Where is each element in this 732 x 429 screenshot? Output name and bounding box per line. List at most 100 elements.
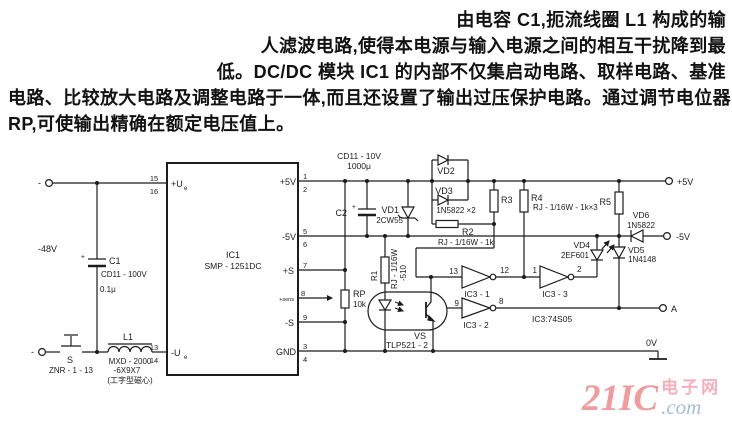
capacitor-c1 — [88, 258, 106, 268]
schematic-labels: - - -48V + C1 CD11 - 100V 0.1μ S ZNR - 1… — [31, 151, 693, 385]
ic1-out-neg: -5V — [282, 232, 296, 242]
input-neg-bottom: - — [31, 347, 34, 357]
inductor-l1 — [107, 343, 153, 353]
diode-vd6 — [629, 229, 644, 243]
vd6-name: VD6 — [633, 210, 650, 220]
ic1-name: IC1 — [226, 250, 240, 260]
c1-type: CD11 - 100V — [101, 270, 147, 279]
c1-value: 0.1μ — [100, 285, 116, 294]
paragraph-line-3: 低。DC/DC 模块 IC1 的内部不仅集启动电路、取样电路、基准 — [216, 62, 726, 82]
pin-4: 4 — [303, 355, 307, 364]
c2-plus: + — [352, 204, 356, 211]
ground-symbol — [649, 351, 667, 360]
vs-type: TLP521 - 2 — [386, 340, 428, 350]
zener-vd1 — [397, 181, 419, 236]
ic3-1-out-pin: 12 — [500, 266, 509, 275]
terminal-minus5v — [662, 232, 671, 241]
ic3-1-label: IC3 - 1 — [464, 289, 490, 299]
ic1-sense-pos: +S — [283, 266, 294, 276]
ic1-out-pos: +5V — [280, 177, 296, 187]
watermark-cn: 电子网 — [661, 378, 722, 397]
vd6-type: 1N5822 — [627, 221, 656, 230]
paragraph-line-1: 由电容 C1,扼流线圈 L1 构成的输 — [456, 10, 726, 30]
c1-plus: + — [81, 254, 85, 261]
l1-name: L1 — [123, 332, 133, 342]
ic3-3-in-pin: 1 — [533, 266, 538, 275]
vd5-type: 1N4148 — [628, 255, 657, 264]
junction-dots — [95, 179, 621, 354]
ic3-3-label: IC3 - 3 — [542, 289, 568, 299]
vd4-name: VD4 — [573, 240, 590, 250]
ic1-trim: +sens — [279, 297, 294, 303]
vd2-vd3-type: 1N5822 ×2 — [436, 206, 476, 215]
s-type: ZNR - 1 - 13 — [49, 366, 94, 375]
pin-14: 14 — [150, 356, 158, 365]
terminal-plus5v — [664, 177, 673, 186]
terminal-0v-label: 0V — [646, 338, 657, 348]
gate-ic3-2 — [461, 297, 660, 319]
pin-13: 13 — [150, 343, 158, 352]
pin-1: 1 — [303, 172, 307, 181]
input-neg-top: - — [38, 178, 41, 188]
resistor-r3 — [415, 181, 499, 278]
output-rails — [298, 180, 666, 352]
pin-8: 8 — [301, 289, 305, 298]
r2-type: RJ - 1/16W - 1k — [438, 238, 495, 247]
pin-6: 6 — [303, 240, 307, 249]
r5-name: R5 — [599, 197, 611, 207]
pin-3: 3 — [303, 342, 307, 351]
r1-value: -510 — [399, 264, 408, 281]
vd1-type: 2CW55 — [376, 216, 403, 225]
r1-type: RJ - 1/16W — [390, 249, 399, 289]
ic3-1-in-pin: 13 — [449, 267, 458, 276]
l1-size: -6X9X7 — [114, 366, 141, 375]
capacitor-c2 — [358, 181, 376, 236]
ic3-2-label: IC3 - 2 — [463, 320, 489, 330]
watermark-com: .com — [661, 395, 702, 419]
resistor-r2 — [432, 219, 494, 229]
switch-s — [61, 334, 81, 347]
paragraph-line-4: 电路、比较放大电路及调整电路于一体,而且还设置了输出过压保护电路。通过调节电位器 — [8, 88, 731, 108]
gate-ic3-3 — [539, 260, 598, 289]
vd4-type: 2EF601 — [561, 251, 590, 260]
r2-name: R2 — [462, 227, 474, 237]
ic3-type: IC3:74S05 — [532, 314, 572, 324]
pin-15: 15 — [150, 174, 158, 183]
rp-name: RP — [353, 289, 366, 299]
r3-name: R3 — [501, 195, 513, 205]
ic1-u-pos-sub: e — [184, 186, 188, 192]
ic1-u-pos: +U — [171, 179, 183, 189]
pin-16: 16 — [150, 187, 158, 196]
l1-core: (工字型磁心) — [107, 375, 153, 385]
pin-9: 9 — [303, 313, 307, 322]
rp-value: 10k — [353, 300, 367, 309]
pin-5: 5 — [303, 227, 307, 236]
terminal-a — [658, 304, 667, 313]
ic1-type: SMP - 1251DC — [204, 261, 261, 271]
ic1-sense-neg: -S — [285, 318, 294, 328]
ic1-u-neg: -U — [171, 348, 181, 358]
vd2-name: VD2 — [437, 166, 455, 176]
pin-7: 7 — [303, 261, 307, 270]
r345-type: RJ - 1/16W - 1k×3 — [533, 203, 598, 212]
ic1-u-neg-sub: e — [184, 355, 188, 361]
ic1-box — [166, 162, 299, 376]
paragraph-line-5: RP,可使输出精确在额定电压值上。 — [8, 114, 295, 134]
s-name: S — [67, 355, 73, 365]
r4-name: R4 — [531, 193, 543, 203]
resistor-r1 — [380, 236, 390, 292]
paragraph-line-2: 人滤波电路,使得本电源与输入电源之间的相互干扰降到最 — [260, 36, 726, 56]
terminal-input-top — [44, 179, 53, 188]
watermark-brand: 21IC — [582, 378, 659, 419]
c2-name: C2 — [335, 208, 347, 218]
c2-type: CD11 - 10V — [337, 151, 381, 161]
c1-name: C1 — [109, 256, 121, 266]
input-voltage-label: -48V — [38, 244, 57, 254]
pin-2: 2 — [303, 185, 307, 194]
c2-value: 1000μ — [347, 161, 371, 171]
diode-vd5 — [611, 246, 627, 308]
r1-name: R1 — [370, 270, 379, 281]
terminal-minus5v-label: -5V — [676, 232, 690, 242]
